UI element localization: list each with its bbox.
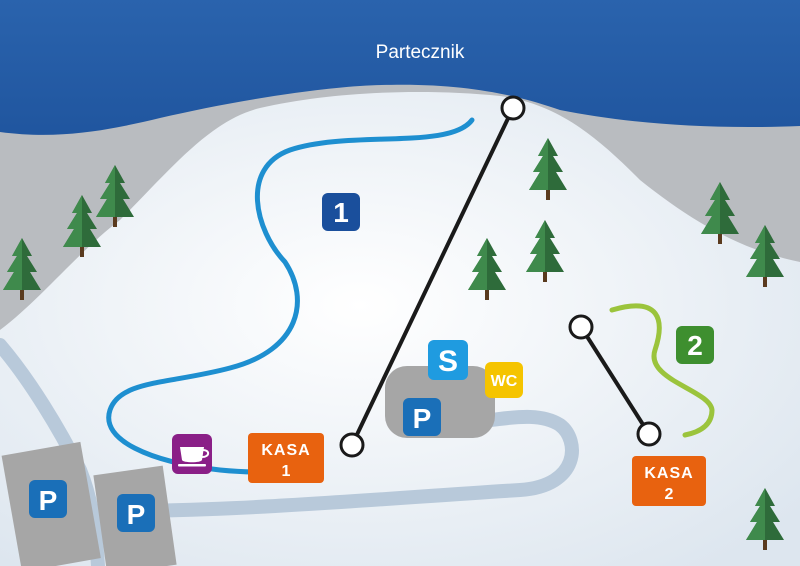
lift-station-icon (339, 432, 365, 458)
toilet-label: WC (491, 373, 518, 390)
parking-badge-1: P (403, 398, 441, 436)
parking-label: P (413, 403, 432, 434)
slope-2-route (609, 303, 715, 438)
lift-station-icon (636, 421, 662, 447)
ski-school-label: S (438, 345, 458, 378)
slope-1-badge: 1 (322, 193, 360, 231)
parking-label: P (39, 485, 58, 516)
cafe-badge (172, 434, 212, 474)
ticket-office-2-line2: 2 (665, 486, 674, 503)
peak-name: Partecznik (376, 42, 465, 63)
lift-station-icon (568, 314, 594, 340)
toilet-badge: WC (485, 362, 523, 398)
ticket-office-2: KASA 2 (632, 456, 706, 506)
slope-1-number: 1 (333, 197, 349, 228)
ticket-office-1: KASA 1 (248, 433, 324, 483)
parking-badge-3: P (117, 494, 155, 532)
slope-2-number: 2 (687, 330, 703, 361)
parking-label: P (127, 499, 146, 530)
road-parking (53, 409, 579, 518)
lift-1-cable (350, 107, 515, 446)
lift-station-icon (500, 95, 526, 121)
ski-school-badge: S (428, 340, 468, 380)
ticket-office-2-line1: KASA (644, 465, 693, 482)
slope-1-route (106, 117, 475, 475)
lift-2-cable (579, 325, 651, 436)
coffee-cup-icon (178, 447, 210, 467)
ticket-office-1-line1: KASA (261, 442, 310, 459)
slope-2-badge: 2 (676, 326, 714, 364)
ticket-office-1-line2: 1 (282, 463, 291, 480)
parking-badge-2: P (29, 480, 67, 518)
